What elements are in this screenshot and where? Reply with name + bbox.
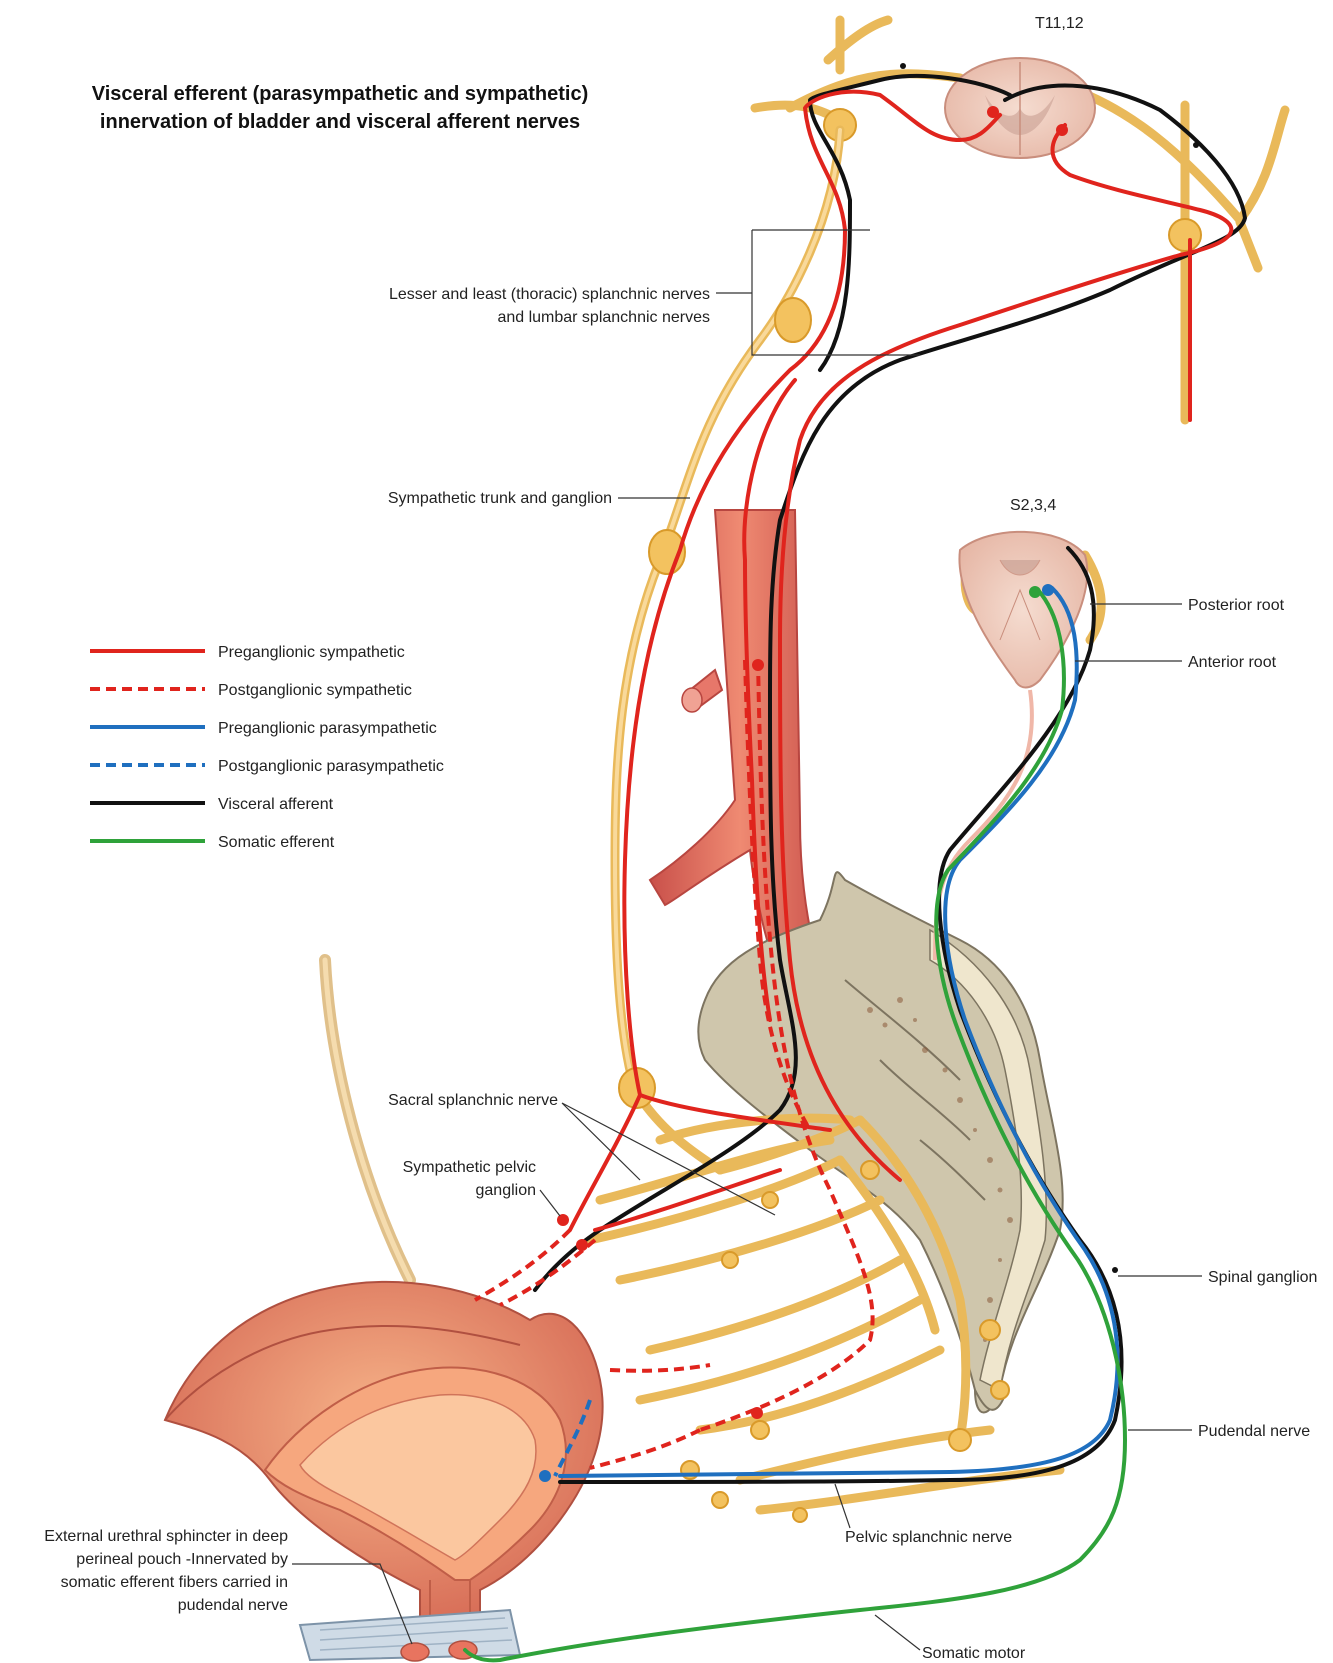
legend-item-postganglionic-parasympathetic: Postganglionic parasympathetic — [90, 758, 444, 775]
svg-text:Anterior root: Anterior root — [1188, 654, 1277, 671]
svg-text:pudendal nerve: pudendal nerve — [178, 1597, 288, 1614]
svg-text:Lesser and least (thoracic) sp: Lesser and least (thoracic) splanchnic n… — [389, 286, 710, 303]
svg-text:Somatic efferent: Somatic efferent — [218, 834, 335, 851]
legend-item-somatic-efferent: Somatic efferent — [90, 834, 335, 851]
diagram-title-line2: innervation of bladder and visceral affe… — [100, 111, 580, 133]
svg-text:Preganglionic parasympathetic: Preganglionic parasympathetic — [218, 720, 437, 737]
label-splanchnic-nerves: Lesser and least (thoracic) splanchnic n… — [389, 230, 920, 355]
svg-text:External urethral sphincter in: External urethral sphincter in deep — [44, 1528, 288, 1545]
svg-text:and lumbar splanchnic nerves: and lumbar splanchnic nerves — [497, 309, 710, 326]
legend-item-preganglionic-parasympathetic: Preganglionic parasympathetic — [90, 720, 437, 737]
svg-text:Pelvic splanchnic nerve: Pelvic splanchnic nerve — [845, 1529, 1012, 1546]
svg-text:Sympathetic trunk and ganglion: Sympathetic trunk and ganglion — [388, 490, 612, 507]
legend-item-postganglionic-sympathetic: Postganglionic sympathetic — [90, 682, 412, 699]
svg-text:Postganglionic parasympathetic: Postganglionic parasympathetic — [218, 758, 444, 775]
level-label-t11-12: T11,12 — [1035, 15, 1084, 32]
label-posterior-root: Posterior root — [1090, 597, 1285, 614]
legend-item-preganglionic-sympathetic: Preganglionic sympathetic — [90, 644, 405, 661]
svg-text:Preganglionic sympathetic: Preganglionic sympathetic — [218, 644, 405, 661]
label-sympathetic-pelvic-ganglion: Sympathetic pelvic ganglion — [403, 1159, 560, 1216]
svg-text:Sacral splanchnic nerve: Sacral splanchnic nerve — [388, 1092, 558, 1109]
svg-text:Pudendal nerve: Pudendal nerve — [1198, 1423, 1310, 1440]
svg-text:ganglion: ganglion — [476, 1182, 537, 1199]
thoracic-spinal-cord — [755, 20, 1285, 420]
svg-text:Visceral afferent: Visceral afferent — [218, 796, 334, 813]
level-label-s2-3-4: S2,3,4 — [1010, 497, 1056, 514]
svg-text:Postganglionic sympathetic: Postganglionic sympathetic — [218, 682, 412, 699]
svg-text:Spinal ganglion: Spinal ganglion — [1208, 1269, 1317, 1286]
ureter — [325, 960, 410, 1280]
label-spinal-ganglion: Spinal ganglion — [1118, 1269, 1317, 1286]
legend-item-visceral-afferent: Visceral afferent — [90, 796, 334, 813]
label-sacral-splanchnic-nerve: Sacral splanchnic nerve — [388, 1092, 775, 1215]
label-sympathetic-trunk: Sympathetic trunk and ganglion — [388, 490, 690, 507]
legend: Preganglionic sympathetic Postganglionic… — [90, 644, 444, 851]
label-pudendal-nerve: Pudendal nerve — [1128, 1423, 1310, 1440]
svg-text:Posterior root: Posterior root — [1188, 597, 1285, 614]
svg-text:somatic efferent fibers carrie: somatic efferent fibers carried in — [61, 1574, 288, 1591]
external-urethral-sphincter — [300, 1610, 520, 1661]
sacral-spinal-cord — [935, 532, 1101, 960]
svg-text:perineal pouch -Innervated by: perineal pouch -Innervated by — [76, 1551, 288, 1568]
label-anterior-root: Anterior root — [1075, 654, 1277, 671]
diagram-title-line1: Visceral efferent (parasympathetic and s… — [92, 83, 588, 105]
svg-text:Somatic motor: Somatic motor — [922, 1645, 1026, 1662]
svg-text:Sympathetic pelvic: Sympathetic pelvic — [403, 1159, 536, 1176]
label-somatic-motor: Somatic motor — [875, 1615, 1026, 1662]
